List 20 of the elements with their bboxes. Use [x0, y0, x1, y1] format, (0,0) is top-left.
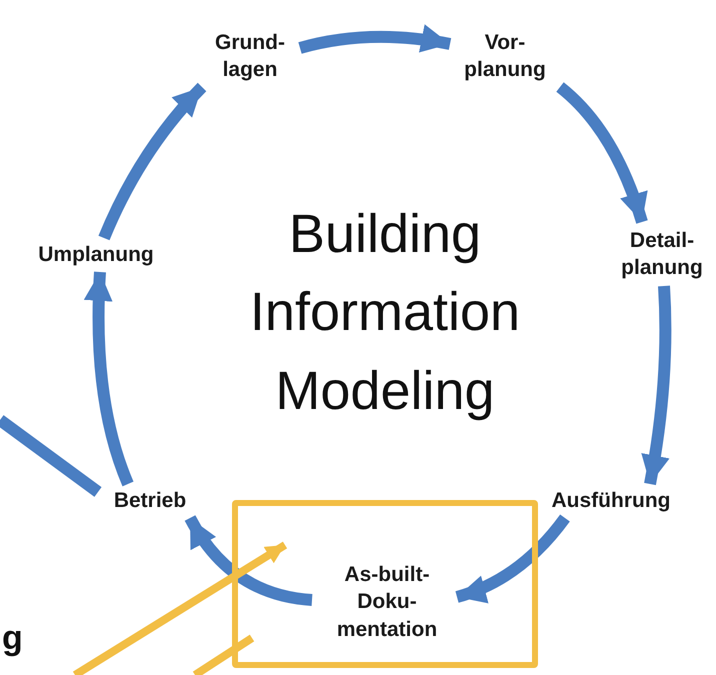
center-title: Building Information Modeling	[248, 203, 522, 423]
arrow	[72, 542, 288, 675]
phase-label: Umplanung	[18, 238, 174, 272]
phase-label: Betrieb	[98, 484, 202, 518]
phase-label: Grund- lagen	[200, 25, 300, 87]
arrow	[298, 24, 452, 54]
highlight-box	[232, 500, 538, 668]
arrow	[184, 515, 313, 606]
connector-line	[192, 634, 254, 675]
arrow	[641, 286, 672, 486]
phase-label: Detail- planung	[612, 222, 712, 286]
arrow	[84, 272, 134, 486]
phase-label: As-built- Doku- mentation	[312, 562, 462, 642]
cut-off-text: g	[2, 618, 24, 659]
arrow	[455, 514, 570, 603]
connector-line	[0, 415, 102, 497]
arrow	[556, 82, 648, 224]
phase-label: Vor- planung	[450, 25, 560, 87]
arrow	[98, 82, 206, 240]
phase-label: Ausführung	[540, 484, 682, 518]
